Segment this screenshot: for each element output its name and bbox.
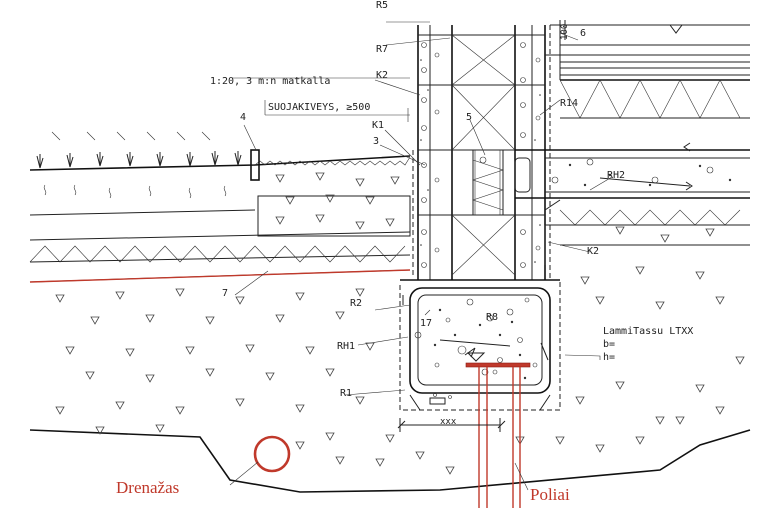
label-3: 3 [373, 136, 379, 147]
drain-pipe-marker [253, 435, 291, 473]
label-r2: R2 [350, 298, 362, 309]
floor-slab-right [514, 20, 750, 265]
dimension-xxx: xxx [440, 417, 457, 427]
dimension-100: 100 [560, 24, 570, 40]
annotation-poliai: Poliai [530, 485, 570, 504]
label-4: 4 [240, 112, 246, 123]
label-r7: R7 [376, 44, 388, 55]
label-5: 5 [466, 112, 472, 123]
label-r8: R8 [486, 312, 498, 323]
foundation-footing [397, 279, 561, 508]
label-7: 7 [222, 288, 228, 299]
label-k2-top: K2 [376, 70, 388, 81]
width-label: b= [603, 339, 615, 350]
label-6: 6 [580, 28, 586, 39]
product-label: LammiTassu LTXX [603, 326, 693, 337]
wall-column [412, 25, 551, 280]
label-k2-right: K2 [587, 246, 599, 257]
protection-stone-note: SUOJAKIVEYS, ≥500 [268, 102, 370, 113]
annotation-drenazas: Drenažas [116, 478, 179, 497]
height-label: h= [603, 352, 615, 363]
label-r5: R5 [376, 0, 388, 11]
label-r14: R14 [560, 98, 578, 109]
grass-tufts [36, 131, 242, 199]
gravel-symbols [55, 172, 745, 475]
label-17: 17 [420, 318, 432, 329]
leader-lines [229, 21, 613, 491]
label-r1: R1 [340, 388, 352, 399]
label-rh1: RH1 [337, 341, 355, 352]
label-rh2: RH2 [607, 170, 625, 181]
scale-note: 1:20, 3 m:n matkalla [210, 76, 330, 87]
label-k1: K1 [372, 120, 384, 131]
soil-layers-left [29, 149, 751, 493]
